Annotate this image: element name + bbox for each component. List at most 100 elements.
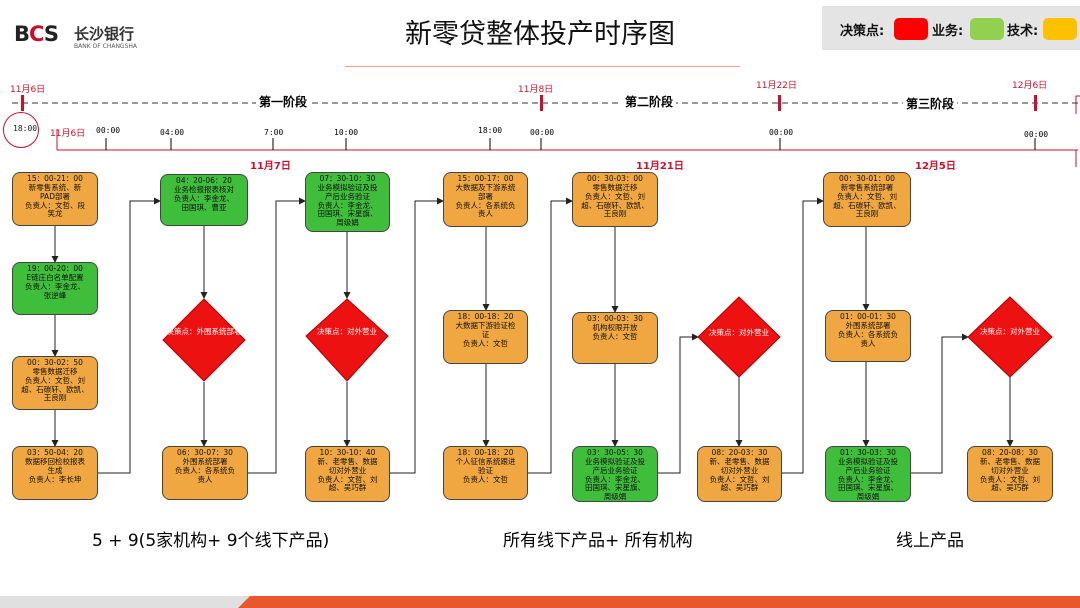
task-box-line: 07：30-10：30 [319, 174, 376, 183]
hour-label: 00:00 [530, 128, 555, 137]
task-box-line: 15：00-17：00 [457, 174, 514, 183]
task-box-line: 06：30-07：30 [177, 448, 233, 457]
task-box-line: 新、老零售、数据 [709, 456, 770, 466]
day-label-2: 11月21日 [636, 161, 684, 172]
task-box-line: 切对外营业 [720, 465, 759, 475]
task-box-line: 大数据下游验证检 [455, 320, 516, 330]
task-box-line: 负责人：文哲、段 [25, 200, 85, 210]
milestone-tick-4 [1034, 95, 1037, 111]
milestone-label-1: 11月6日 [10, 85, 46, 95]
task-box-line: 个人征信系统跟进 [455, 456, 516, 466]
task-box-line: 责人 [197, 474, 213, 484]
task-box-line: 负责人：各系统负 [455, 200, 516, 210]
logo-chinese-name: 长沙银行 [74, 25, 135, 43]
stage-1-label: 第一阶段 [256, 93, 311, 110]
task-box-line: 周级娟 [856, 492, 880, 502]
task-box-line: 王良刚 [43, 393, 67, 403]
task-box-line: 外围系统部署 [182, 456, 228, 466]
footer-caption-3: 线上产品 [896, 531, 964, 551]
task-box-line: 00：30-03：00 [587, 174, 643, 183]
task-box-line: 业务模拟验证及投 [317, 182, 378, 192]
stage-2-label: 第二阶段 [622, 93, 677, 110]
task-box-line: 19：00-20：00 [27, 264, 83, 273]
logo-mark: BCS [14, 22, 59, 46]
task-box-line: 超、吴巧群 [328, 483, 367, 493]
task-box-line: 零售数据迁移 [592, 182, 638, 192]
decision-diamond-4 [967, 296, 1053, 378]
title-underline [345, 66, 740, 67]
task-box-line: 负责人：文哲 [592, 331, 638, 341]
task-box-line: 田国琪、宋星旗、 [317, 209, 378, 219]
task-box-line: 超、石碳轩、欧凯、 [581, 200, 649, 210]
task-box-line: 负责人：李长坤 [28, 474, 82, 484]
task-box-line: 负责人：文哲、刘 [980, 474, 1040, 484]
legend-decision-label: 决策点: [840, 24, 885, 39]
task-box-line: 00：30-01：00 [839, 174, 895, 183]
milestone-label-4: 12月6日 [1012, 81, 1048, 91]
task-box-line: 零售数据迁移 [32, 366, 78, 376]
day-label-1: 11月7日 [250, 161, 291, 172]
task-box-line: 03：50-04：20 [27, 448, 83, 457]
task-box-line: 切对外营业 [328, 465, 367, 475]
task-box-line: 业务检报报表核对 [174, 184, 234, 194]
task-box-line: 负责人：李金龙、 [25, 281, 85, 291]
milestone-label-3: 11月22日 [756, 81, 797, 91]
task-box-line: 新、老零售、数据 [317, 456, 378, 466]
task-box-line: 超、吴巧群 [720, 483, 759, 493]
task-box-line: 业务模拟验证及投 [838, 456, 898, 466]
task-box-line: 负责人：文哲、刘 [709, 474, 770, 484]
decision-text-3: 决策点：对外营业 [709, 328, 769, 337]
task-box-line: 18：00-18：20 [457, 448, 514, 457]
milestone-label-2: 11月8日 [518, 85, 554, 95]
task-box-line: 负责人：文哲 [463, 474, 508, 484]
task-box-line: 负责人：李金龙、 [838, 474, 898, 484]
task-box-line: 周级娟 [336, 218, 359, 228]
legend-decision-swatch [894, 18, 928, 40]
hour-label: 00:00 [96, 126, 121, 135]
hour-label: 04:00 [160, 128, 185, 137]
task-box-line: 产后业务验证 [325, 191, 370, 201]
task-box-line: 04：20-06：20 [176, 176, 232, 185]
task-box-line: 18：00-18：20 [457, 312, 514, 321]
hour-label: 18:00 [478, 126, 503, 135]
decision-diamond-2 [305, 298, 389, 382]
task-box-line: 01：00-01：30 [840, 312, 896, 321]
task-box-line: 新零售系统部署 [840, 182, 894, 192]
task-box-line: 负责人：各系统负 [175, 465, 235, 475]
task-box-line: 超、石碳轩、欧凯、 [833, 200, 901, 210]
task-box-line: 03：00-03：30 [587, 314, 643, 323]
milestone-tick-3 [778, 95, 781, 111]
task-box-line: 超、吴巧群 [991, 483, 1029, 493]
task-box-line: 责人 [478, 209, 493, 219]
decision-text-1: 决策点：外围系统部署 [166, 327, 242, 336]
hour-label: 00:00 [769, 128, 794, 137]
task-box-line: 部署 [478, 191, 493, 201]
task-box-line: 负责人：李金龙、 [317, 200, 378, 210]
task-box-line: 责人 [860, 338, 876, 348]
task-box-line: 数据移回检校报表 [25, 456, 85, 466]
task-box-line: 08：20-03：30 [711, 448, 768, 457]
milestone-tick-2 [540, 95, 543, 111]
task-box-line: 负责人：文哲、刘 [317, 474, 378, 484]
hour-label: 7:00 [264, 128, 284, 137]
task-box-line: 王良刚 [603, 209, 627, 219]
task-box-line: 产后业务验证 [592, 465, 638, 475]
